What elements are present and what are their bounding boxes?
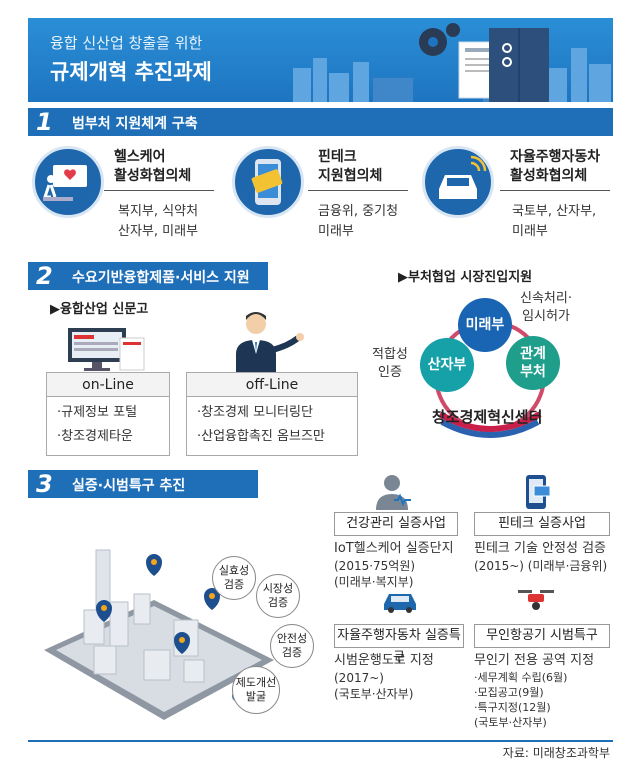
section2-title: 수요기반융합제품·서비스 지원 — [72, 270, 250, 286]
divider — [308, 190, 408, 191]
health-person-icon — [376, 475, 411, 510]
item3-name: 자율주행자동차 활성화협의체 — [510, 149, 601, 184]
offline-list: ·창조경제 모니터링단 ·산업융합촉진 옴브즈만 — [197, 405, 325, 444]
section1-bar: 1 범부처 지원체계 구축 — [28, 108, 613, 136]
divider — [104, 190, 214, 191]
section3-title: 실증·시범특구 추진 — [72, 478, 186, 494]
online-head: on-Line — [47, 373, 169, 397]
car-circle-icon — [422, 146, 494, 218]
note-conformity: 적합성 인증 — [372, 347, 408, 380]
monitor-icon — [68, 328, 145, 371]
section3-number: 3 — [36, 470, 53, 498]
desc-autonomous: 시범운행도로 지정 (2017~) (국토부·산자부) — [334, 653, 434, 701]
drone-icon — [518, 590, 554, 610]
section2-number: 2 — [36, 262, 53, 290]
offline-head: off-Line — [187, 373, 357, 397]
desc-drone: 무인기 전용 공역 지정 ·세무계획 수립(6월) ·모집공고(9월) ·특구지… — [474, 653, 595, 729]
fintech-circle-icon — [232, 146, 304, 218]
item1-name: 헬스케어 활성화협의체 — [114, 149, 192, 184]
item2-name: 핀테크 지원협의체 — [318, 149, 383, 184]
center-label: 창조경제혁신센터 — [432, 408, 543, 426]
left-heading: ▶융합산업 신문고 — [50, 302, 149, 317]
source-credit: 자료: 미래창조과학부 — [502, 746, 610, 760]
desc-health: IoT헬스케어 실증단지 (2015·75억원) (미래부·복지부) — [334, 541, 454, 589]
businessman-icon — [236, 312, 304, 372]
online-list: ·규제정보 포털 ·창조경제타운 — [57, 405, 138, 444]
section1-number: 1 — [36, 108, 53, 136]
divider — [500, 190, 610, 191]
city-illustration — [293, 23, 611, 102]
item2-ministries: 금융위, 중기청 미래부 — [318, 204, 399, 239]
tag-autonomous: 자율주행자동차 실증특구 — [334, 624, 464, 665]
header-banner: 융합 신산업 창출을 위한 규제개혁 추진과제 — [28, 18, 613, 102]
header-subtitle: 융합 신산업 창출을 위한 — [50, 34, 203, 52]
bubble-motie: 산자부 — [420, 338, 474, 392]
tag-health: 건강관리 실증사업 — [334, 512, 458, 536]
note-fasttrack: 신속처리· 임시허가 — [520, 291, 572, 324]
section1-title: 범부처 지원체계 구축 — [72, 116, 198, 132]
health-circle-icon — [32, 146, 104, 218]
footer-divider — [28, 740, 613, 742]
section3-bar: 3 실증·시범특구 추진 — [28, 470, 258, 498]
tag-fintech: 핀테크 실증사업 — [474, 512, 610, 536]
right-heading: ▶부처협업 시장진입지원 — [398, 270, 533, 285]
item3-ministries: 국토부, 산자부, 미래부 — [512, 204, 597, 239]
tag-drone: 무인항공기 시범특구 — [474, 624, 610, 648]
offline-box: off-Line ·창조경제 모니터링단 ·산업융합촉진 옴브즈만 — [186, 372, 358, 456]
desc-fintech: 핀테크 기술 안정성 검증 (2015~) (미래부·금융위) — [474, 541, 608, 573]
online-box: on-Line ·규제정보 포털 ·창조경제타운 — [46, 372, 170, 456]
section2-bar: 2 수요기반융합제품·서비스 지원 — [28, 262, 268, 290]
bubble-msip: 미래부 — [458, 298, 512, 352]
item1-ministries: 복지부, 식약처 산자부, 미래부 — [118, 204, 199, 239]
header-title: 규제개혁 추진과제 — [50, 60, 212, 84]
car-icon — [384, 594, 416, 613]
phone-card-icon — [526, 475, 551, 509]
